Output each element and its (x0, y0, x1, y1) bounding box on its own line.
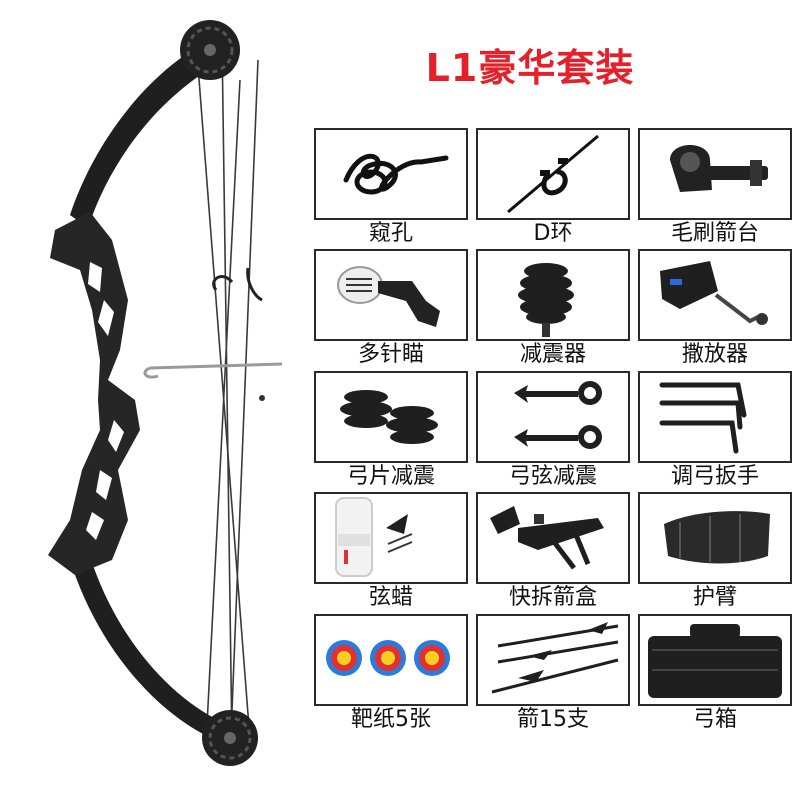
accessory-allen-wrench: 调弓扳手 (638, 371, 792, 491)
accessory-grid: 窥孔 D环 毛刷箭台 (314, 128, 794, 748)
accessory-quiver: 快拆箭盒 (476, 492, 630, 612)
string-silencer-icon (514, 381, 602, 449)
multi-pin-sight-icon (337, 266, 440, 327)
accessory-label: 窥孔 (368, 221, 413, 246)
accessory-stabilizer: 减震器 (476, 249, 630, 369)
page-title: L1豪华套装 (425, 46, 635, 90)
accessory-arm-guard: 护臂 (638, 492, 792, 612)
accessory-multi-pin-sight: 多针瞄 (314, 249, 468, 369)
stabilizer-icon (518, 263, 574, 337)
accessory-bow-case: 弓箱 (638, 614, 792, 734)
release-aid-icon (660, 261, 768, 325)
brush-arrow-rest-icon (670, 145, 768, 192)
accessory-label: 多针瞄 (357, 342, 424, 367)
accessory-brush-rest: 毛刷箭台 (638, 128, 792, 248)
accessory-label: 靶纸5张 (351, 707, 431, 732)
d-loop-icon (507, 134, 599, 214)
accessory-label: 弓箱 (692, 707, 737, 732)
peep-sight-icon (343, 153, 449, 195)
accessory-target-paper: 靶纸5张 (314, 614, 468, 734)
accessory-label: 护臂 (692, 585, 737, 610)
accessory-label: 毛刷箭台 (670, 221, 759, 246)
bow-case-icon (648, 624, 782, 698)
accessory-label: 弦蜡 (368, 585, 413, 610)
compound-bow-image (48, 20, 283, 766)
accessory-limb-dampener: 弓片减震 (314, 371, 468, 491)
accessory-release-aid: 撒放器 (638, 249, 792, 369)
limb-dampener-icon (340, 390, 438, 444)
accessory-label: 箭15支 (517, 707, 589, 732)
accessory-string-wax: 弦蜡 (314, 492, 468, 612)
arrows-icon (491, 622, 619, 694)
accessory-arrows: 箭15支 (476, 614, 630, 734)
allen-wrench-icon (659, 382, 747, 454)
accessory-label: 弓弦减震 (508, 464, 597, 489)
quiver-icon (490, 506, 604, 570)
accessory-string-silencer: 弓弦减震 (476, 371, 630, 491)
target-paper-icon (326, 640, 450, 676)
accessory-label: 撒放器 (681, 342, 748, 367)
accessory-label: 调弓扳手 (670, 464, 759, 489)
accessory-label: 快拆箭盒 (508, 585, 597, 610)
arm-guard-icon (664, 511, 770, 564)
accessory-label: 弓片减震 (346, 464, 435, 489)
accessory-d-loop: D环 (476, 128, 630, 248)
accessory-peep-sight: 窥孔 (314, 128, 468, 248)
accessory-label: 减震器 (519, 342, 586, 367)
accessory-label: D环 (533, 221, 573, 246)
string-wax-icon (335, 497, 413, 577)
